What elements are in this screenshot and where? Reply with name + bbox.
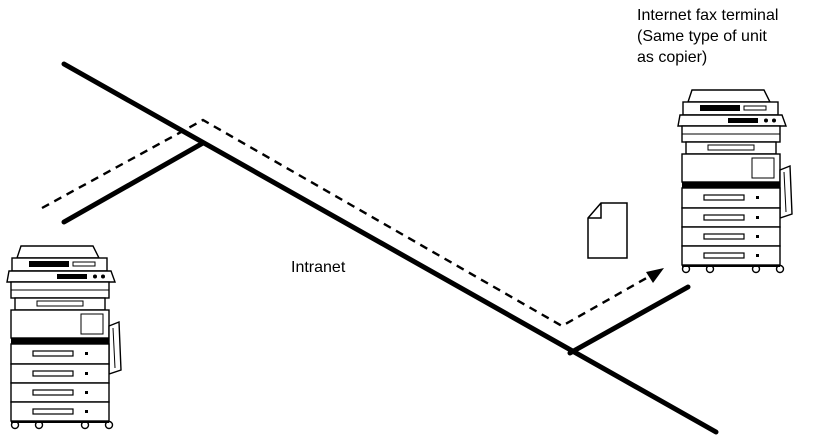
terminal-label-line-2: (Same type of unit xyxy=(637,28,767,45)
terminal-label: Internet fax terminal (Same type of unit… xyxy=(637,5,778,68)
intranet-line xyxy=(61,61,719,435)
terminal-label-line-1: Internet fax terminal xyxy=(637,7,779,24)
arrow-head-icon xyxy=(646,268,664,283)
intranet-label: Intranet xyxy=(291,259,346,276)
sender-copier-icon xyxy=(6,245,122,430)
document-icon xyxy=(587,202,628,259)
terminal-label-line-3: as copier) xyxy=(637,49,708,66)
transmission-path xyxy=(41,118,664,328)
internet-fax-terminal-icon xyxy=(677,89,793,274)
